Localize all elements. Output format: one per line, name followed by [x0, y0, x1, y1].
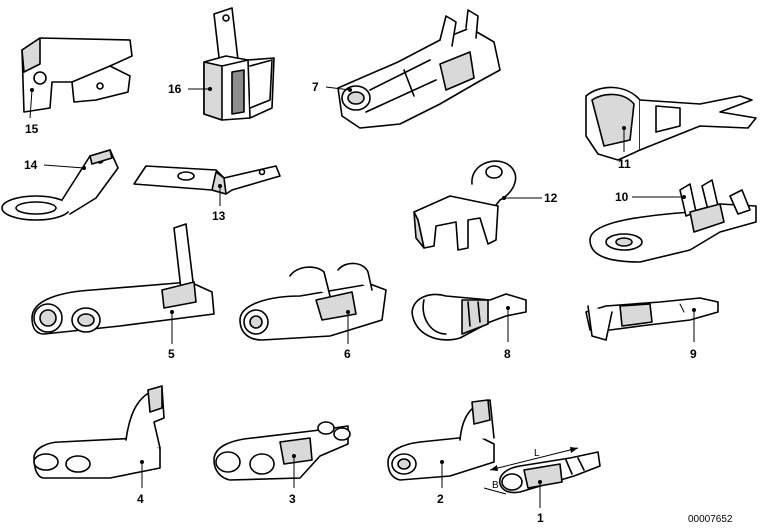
callout-8: 8 — [504, 347, 511, 361]
callout-12: 12 — [544, 191, 558, 205]
part-12-drawing — [413, 160, 517, 251]
dimension-b: B — [483, 480, 507, 495]
callout-7: 7 — [312, 80, 319, 94]
callout-6: 6 — [344, 347, 351, 361]
dimension-l: L — [489, 447, 579, 471]
part-5-drawing — [31, 223, 215, 335]
part-3-drawing — [213, 421, 351, 481]
callout-1: 1 — [537, 511, 544, 525]
part-9-drawing — [585, 297, 719, 341]
dimension-b-label: B — [492, 480, 499, 491]
callout-3: 3 — [289, 492, 296, 506]
callout-13: 13 — [212, 209, 226, 223]
callout-11: 11 — [618, 157, 631, 171]
callout-10: 10 — [615, 190, 629, 204]
callout-15: 15 — [25, 122, 39, 136]
part-2-drawing — [387, 399, 495, 481]
callout-4: 4 — [137, 492, 144, 506]
callout-9: 9 — [690, 347, 697, 361]
part-10-drawing — [589, 179, 757, 263]
dimension-l-label: L — [534, 448, 540, 459]
part-11-drawing — [585, 86, 757, 161]
callout-2: 2 — [437, 492, 444, 506]
callout-14: 14 — [24, 158, 38, 172]
doc-number: 00007652 — [688, 514, 733, 525]
callout-5: 5 — [168, 347, 175, 361]
part-15-drawing — [21, 37, 133, 113]
part-16-drawing — [203, 7, 275, 121]
part-7-drawing — [337, 9, 501, 129]
part-1-drawing — [498, 451, 601, 494]
part-14-drawing — [1, 149, 119, 221]
callout-16: 16 — [168, 82, 182, 96]
part-13-drawing — [133, 165, 281, 195]
part-4-drawing — [33, 385, 165, 479]
part-8-drawing — [411, 293, 527, 341]
part-6-drawing — [239, 262, 387, 341]
